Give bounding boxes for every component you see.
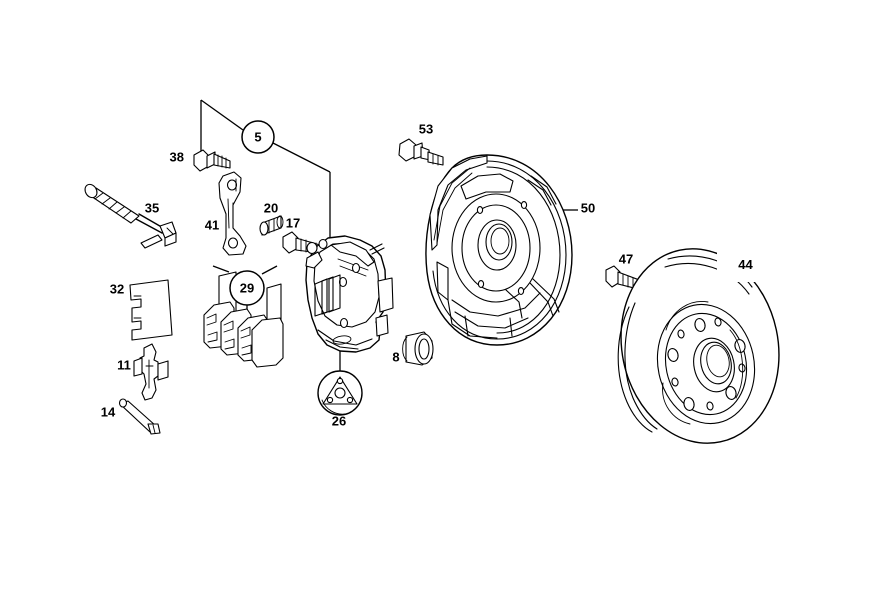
label-32: 32: [110, 281, 124, 296]
label-14: 14: [101, 404, 116, 419]
callout-circle-5: [241, 120, 275, 154]
part-brake-rotor-44: [617, 248, 780, 444]
label-53: 53: [419, 121, 433, 136]
label-26: 26: [332, 413, 346, 428]
label-35: 35: [145, 200, 159, 215]
callout-label-5: 5: [254, 129, 261, 144]
part-backing-plate-50: [425, 154, 573, 346]
callout-circle-29: [229, 270, 265, 306]
part-pad-set-29: [203, 271, 284, 368]
label-20: 20: [264, 200, 278, 215]
part-bolt-53: [398, 138, 444, 166]
part-wear-sensor-35: [84, 183, 177, 249]
callout-label-29: 29: [240, 280, 254, 295]
part-screw-47: [605, 265, 643, 291]
part-clip-11: [133, 343, 169, 401]
label-44: 44: [717, 247, 774, 282]
label-17: 17: [286, 215, 300, 230]
part-spring-41: [218, 171, 247, 256]
label-50: 50: [581, 200, 595, 215]
label-47: 47: [619, 251, 633, 266]
part-bushing-20: [259, 215, 284, 236]
part-caliper-5: [305, 235, 394, 353]
label-8: 8: [392, 349, 399, 364]
circle-callouts: 5 29: [229, 120, 275, 306]
label-11: 11: [117, 357, 131, 372]
part-number-labels: 38 35 41 20 17 32 11 14 26 53 8 50 47: [101, 121, 633, 428]
label-38: 38: [170, 149, 184, 164]
part-hubcap-26: [317, 370, 363, 416]
part-shim-32: [129, 279, 173, 341]
label-41: 41: [205, 217, 219, 232]
part-sleeve-8: [402, 331, 434, 366]
part-bolt-38: [193, 149, 231, 172]
part-pin-14: [118, 398, 161, 435]
